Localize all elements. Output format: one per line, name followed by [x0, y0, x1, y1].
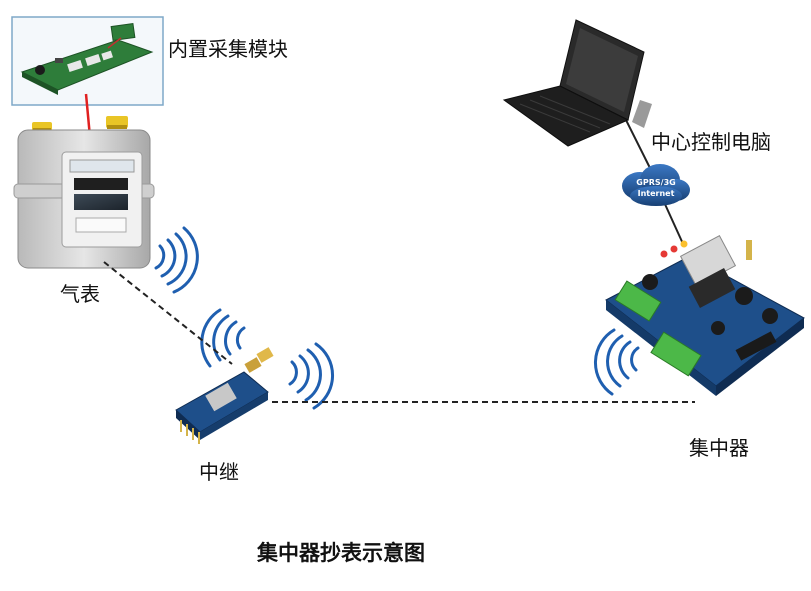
- label-pc: 中心控制电脑: [651, 130, 771, 154]
- module-photo: [11, 16, 164, 106]
- label-meter: 气表: [60, 282, 100, 306]
- label-module: 内置采集模块: [168, 37, 288, 61]
- control-laptop: [502, 19, 652, 147]
- module-pcb: [20, 22, 154, 95]
- relay-signal-left-icon: [200, 308, 246, 368]
- label-concentrator: 集中器: [689, 436, 749, 460]
- link-cloud-concentrator: [663, 201, 685, 247]
- gas-meter: [13, 116, 155, 269]
- meter-signal-icon: [154, 226, 199, 294]
- relay-signal-right-icon: [288, 342, 335, 410]
- link-pc-cloud: [625, 119, 651, 169]
- relay-module: [175, 347, 274, 444]
- cloud-label-network: GPRS/3G: [636, 178, 676, 187]
- concentrator-board: [605, 234, 805, 396]
- cloud-icon: [622, 164, 690, 206]
- cloud-label-internet: Internet: [637, 189, 675, 198]
- label-relay: 中继: [199, 460, 239, 484]
- diagram-caption: 集中器抄表示意图: [257, 541, 425, 565]
- link-meter-relay: [103, 261, 233, 365]
- concentrator-signal-icon: [593, 328, 640, 396]
